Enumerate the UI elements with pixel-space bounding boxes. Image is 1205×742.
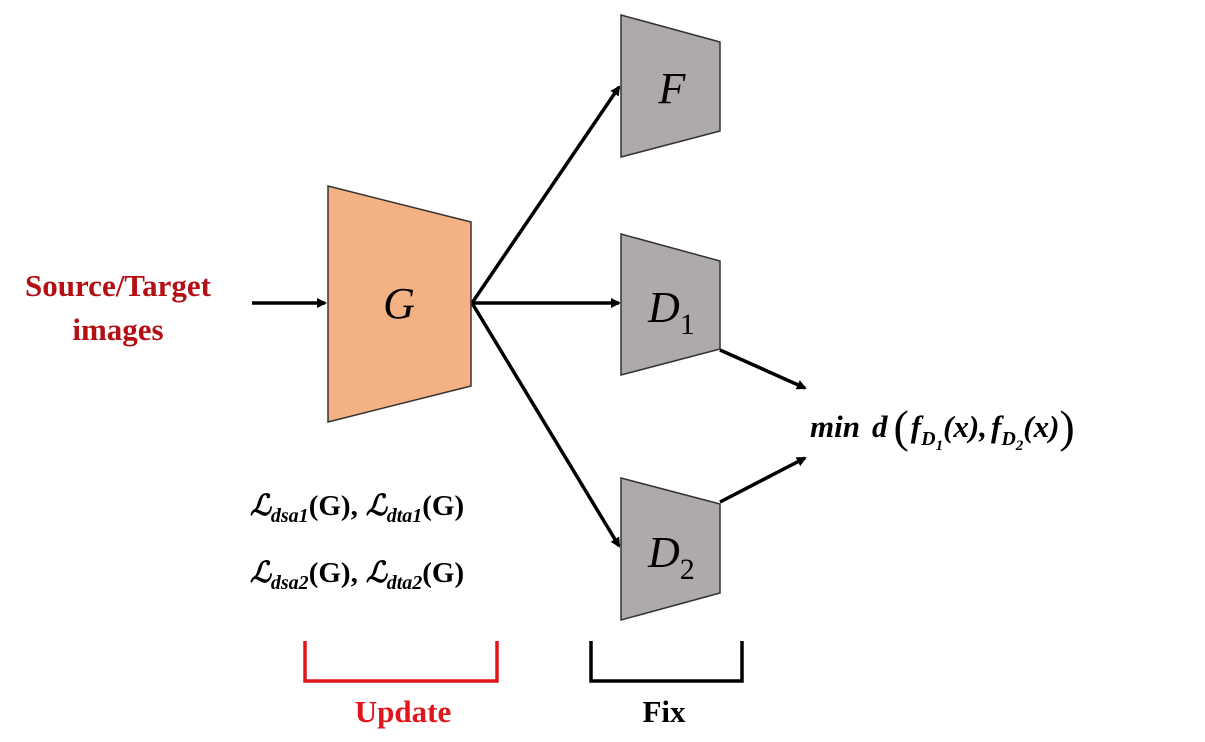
discriminator2-label: D2 (647, 528, 695, 586)
discriminator1-label: D1 (647, 283, 695, 341)
generator-block (327, 185, 472, 423)
update-bracket (303, 641, 499, 683)
update-label: Update (355, 694, 451, 729)
fix-label: Fix (642, 694, 686, 729)
classifier-label: F (658, 64, 687, 113)
fix-bracket (589, 641, 744, 683)
input-label-line2: images (72, 312, 163, 347)
loss-line-2: ℒdsa2(G),ℒdta2(G) (250, 557, 464, 594)
discriminator2-block (620, 477, 721, 621)
input-label-line1: Source/Target (25, 268, 212, 303)
generator-label: G (383, 279, 415, 328)
arrow-d1-to-objective (719, 348, 807, 390)
arrow-d2-to-objective (719, 456, 807, 504)
classifier-block (620, 14, 721, 158)
discriminator1-block (620, 233, 721, 376)
arrow-g-to-f (470, 85, 621, 304)
loss-line-1: ℒdsa1(G),ℒdta1(G) (250, 490, 464, 527)
arrow-g-to-d2 (470, 302, 621, 548)
